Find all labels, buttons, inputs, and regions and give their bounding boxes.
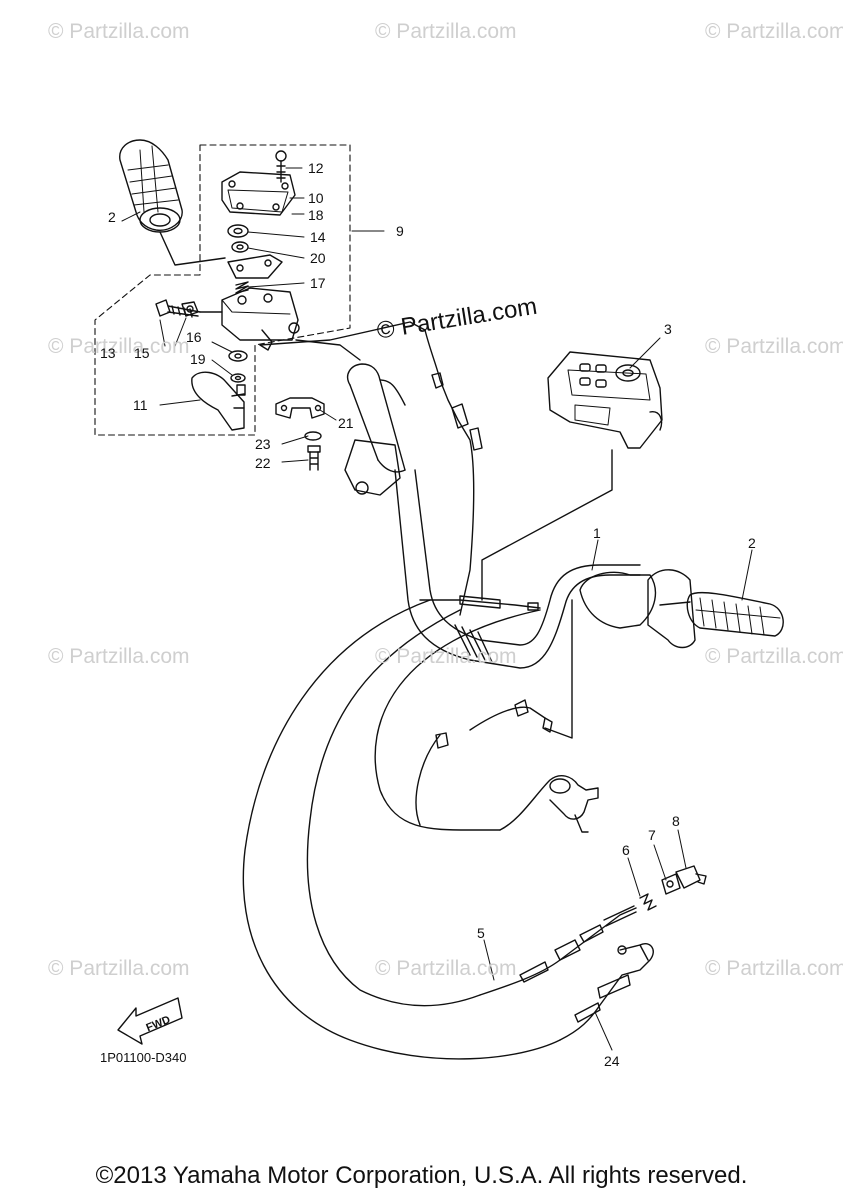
adjuster-8 — [675, 865, 707, 889]
callout-19: 19 — [190, 351, 206, 367]
watermark: © Partzilla.com — [48, 20, 190, 43]
callout-13: 13 — [100, 345, 116, 361]
cable-5 — [479, 905, 637, 996]
callout-14: 14 — [310, 229, 326, 245]
switch-assembly-boundary — [94, 144, 351, 436]
bolt-22 — [307, 445, 321, 471]
callout-10: 10 — [308, 190, 324, 206]
handlebar — [344, 363, 641, 669]
switch-wire — [259, 321, 483, 616]
leader-grip — [159, 231, 226, 266]
copyright-notice: ©2013 Yamaha Motor Corporation, U.S.A. A… — [95, 1162, 748, 1189]
watermark: © Partzilla.com — [48, 335, 190, 358]
contact-plate — [227, 254, 283, 279]
washer-23 — [304, 431, 322, 441]
watermark: © Partzilla.com — [375, 957, 517, 980]
watermark: © Partzilla.com — [705, 957, 843, 980]
callout-7: 7 — [648, 827, 656, 843]
bolt-13 — [155, 299, 201, 318]
washer-14 — [227, 224, 249, 238]
nut-15 — [181, 301, 199, 317]
cable-24 — [559, 943, 654, 1041]
callout-1: 1 — [593, 525, 601, 541]
fwd-arrow — [117, 997, 183, 1045]
switch-box-wire — [481, 449, 613, 601]
callout-11: 11 — [133, 397, 148, 413]
callout-16: 16 — [186, 329, 202, 345]
callout-15: 15 — [134, 345, 150, 361]
watermark: © Partzilla.com — [705, 335, 843, 358]
callout-6: 6 — [622, 842, 630, 858]
callout-24: 24 — [604, 1053, 620, 1069]
callout-17: 17 — [310, 275, 326, 291]
spring-6 — [639, 893, 657, 911]
diagram-code: 1P01100-D340 — [100, 1050, 187, 1065]
washer-20-inner — [236, 244, 244, 250]
watermark: © Partzilla.com — [48, 645, 190, 668]
clamp-21 — [275, 397, 325, 419]
callout-8: 8 — [672, 813, 680, 829]
screw-12 — [275, 150, 287, 183]
callout-20: 20 — [310, 250, 326, 266]
callout-12: 12 — [308, 160, 324, 176]
callout-9: 9 — [396, 223, 404, 239]
left-grip — [119, 139, 183, 233]
right-throttle-housing — [579, 569, 696, 649]
watermark: © Partzilla.com — [705, 645, 843, 668]
fwd-label: FWD — [144, 1014, 172, 1035]
callout-22: 22 — [255, 455, 271, 471]
washer-14-inner — [233, 227, 243, 235]
right-grip — [686, 591, 784, 637]
callout-2-left: 2 — [108, 209, 116, 225]
watermark: © Partzilla.com — [48, 957, 190, 980]
switch-box-3 — [547, 351, 663, 449]
switch-housing — [221, 287, 300, 351]
switch-cover — [221, 171, 296, 216]
lever-11 — [191, 371, 246, 431]
cable-middle — [415, 599, 573, 826]
callout-18: 18 — [308, 207, 324, 223]
callout-2-right: 2 — [748, 535, 756, 551]
callout-3: 3 — [664, 321, 672, 337]
choke-assembly — [499, 774, 599, 833]
throttle-cable-inner — [419, 595, 541, 611]
washer-19 — [230, 373, 246, 383]
watermark: © Partzilla.com — [375, 645, 517, 668]
callout-23: 23 — [255, 436, 271, 452]
watermark: © Partzilla.com — [705, 20, 843, 43]
washer-20 — [231, 241, 249, 253]
callout-21: 21 — [338, 415, 354, 431]
washer-16 — [228, 350, 248, 362]
cable-loops — [242, 599, 561, 1060]
leader-lines — [121, 167, 753, 1051]
callout-5: 5 — [477, 925, 485, 941]
watermark: © Partzilla.com — [375, 20, 517, 43]
adjuster-7 — [661, 873, 681, 895]
